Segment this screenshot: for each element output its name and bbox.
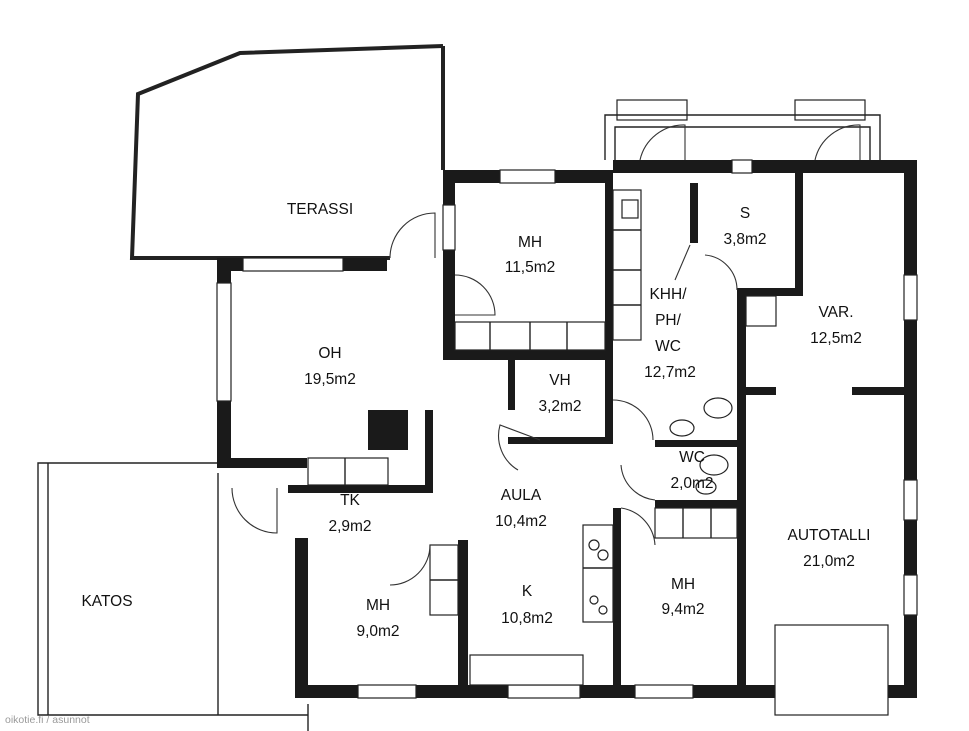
room-area-var: 12,5m2 — [810, 330, 862, 347]
room-label-mh-2: MH — [366, 597, 390, 614]
room-area-tk: 2,9m2 — [328, 518, 371, 535]
room-area-oh: 19,5m2 — [304, 371, 356, 388]
room-area-mh-3: 9,4m2 — [661, 601, 704, 618]
room-label-tk: TK — [340, 492, 360, 509]
room-area-aula: 10,4m2 — [495, 513, 547, 530]
room-area-vh: 3,2m2 — [538, 398, 581, 415]
room-label-khh-line1: KHH/ — [649, 286, 687, 303]
room-area-mh-2: 9,0m2 — [356, 623, 399, 640]
room-label-khh-line3: WC — [655, 338, 681, 355]
room-label-khh-line2: PH/ — [655, 312, 682, 329]
room-area-autotalli: 21,0m2 — [803, 553, 855, 570]
room-label-s: S — [740, 205, 750, 222]
room-area-k: 10,8m2 — [501, 610, 553, 627]
rear-balcony — [604, 99, 881, 165]
terrace-outline — [129, 44, 445, 260]
room-label-var: VAR. — [818, 304, 853, 321]
room-label-autotalli: AUTOTALLI — [788, 527, 871, 544]
room-area-mh-1: 11,5m2 — [505, 259, 556, 276]
room-label-terassi: TERASSI — [287, 201, 353, 218]
room-area-s: 3,8m2 — [723, 231, 766, 248]
watermark: oikotie.fi / asunnot — [5, 714, 90, 726]
doors — [231, 124, 861, 586]
carport-outline — [37, 462, 309, 731]
room-area-khh: 12,7m2 — [644, 364, 696, 381]
room-label-katos: KATOS — [81, 593, 132, 610]
exterior-walls — [217, 160, 917, 698]
room-label-wc: WC — [679, 449, 705, 466]
room-labels: TERASSI MH 11,5m2 S 3,8m2 KHH/ PH/ WC 12… — [81, 201, 870, 640]
fixtures — [307, 189, 889, 716]
room-area-wc: 2,0m2 — [670, 475, 713, 492]
room-label-vh: VH — [549, 372, 571, 389]
room-label-mh-3: MH — [671, 576, 695, 593]
room-label-k: K — [522, 583, 533, 600]
interior-walls — [288, 173, 904, 688]
windows — [216, 159, 918, 699]
room-label-mh-1: MH — [518, 234, 542, 251]
room-label-oh: OH — [318, 345, 341, 362]
room-label-aula: AULA — [501, 487, 542, 504]
